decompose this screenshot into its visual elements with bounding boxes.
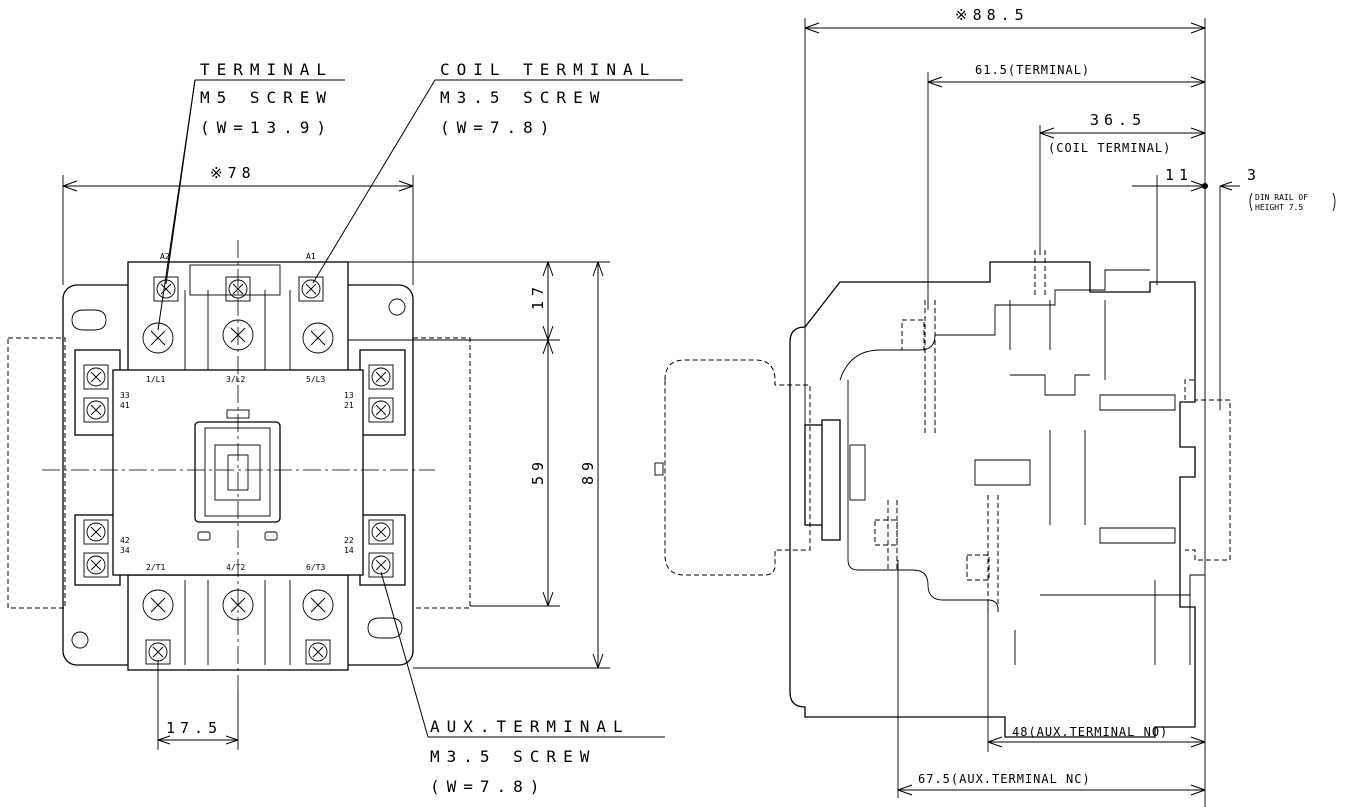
marking-t3: 6/T3 (306, 563, 325, 572)
coil-terminal-callout: COIL TERMINAL M3.5 SCREW (W=7.8) (312, 60, 683, 284)
dim-aux-nc-text: 67.5(AUX.TERMINAL NC) (918, 772, 1091, 786)
dim-din-offset: 11 (1132, 166, 1208, 285)
marking-aux-41: 41 (120, 401, 130, 410)
terminal-callout: TERMINAL M5 SCREW (W=13.9) (157, 60, 345, 331)
front-view: A2 A1 1/L1 3/L2 5/L3 2/T1 4/T2 6/T3 33 4… (7, 60, 683, 796)
din-note-line2: HEIGHT 7.5 (1255, 203, 1303, 212)
marking-a1: A1 (306, 252, 316, 261)
aux-terminal-width-label: (W=7.8) (430, 777, 546, 796)
aux-block-bottom-right (359, 514, 406, 586)
dim-aux-nc: 67.5(AUX.TERMINAL NC) (897, 560, 1206, 798)
dim-din-offset-text: 11 (1165, 166, 1193, 184)
marking-aux-22: 22 (344, 536, 354, 545)
aux-unit-outline-left (7, 337, 66, 609)
accessory-outline-left (664, 359, 811, 576)
marking-aux-13: 13 (344, 391, 354, 400)
terminal-screw-label: M5 SCREW (200, 88, 333, 107)
marking-a2: A2 (160, 252, 170, 261)
aux-terminal-screw-label: M3.5 SCREW (430, 747, 596, 766)
marking-l2: 3/L2 (226, 375, 245, 384)
dim-aux-no-text: 48(AUX.TERMINAL NO) (1012, 725, 1168, 739)
marking-l3: 5/L3 (306, 375, 325, 384)
dim-terminal: 61.5(TERMINAL) (927, 63, 1206, 310)
coil-terminal-width-label: (W=7.8) (440, 118, 556, 137)
accessory-outline-right (1184, 379, 1231, 561)
armature-window (194, 421, 281, 523)
dim-pitch: 17.5 (157, 660, 239, 750)
dim-coil-text: 36.5 (1090, 111, 1146, 129)
aux-terminal-callout: AUX.TERMINAL M3.5 SCREW (W=7.8) (380, 571, 665, 796)
coil-terminal-screw-label: M3.5 SCREW (440, 88, 606, 107)
marking-aux-21: 21 (344, 401, 354, 410)
dim-overall: ※88.5 (804, 6, 1206, 807)
marking-l1: 1/L1 (146, 375, 165, 384)
dim-coil-label: (COIL TERMINAL) (1048, 141, 1171, 155)
dim-top-height: 17 (529, 282, 547, 310)
dim-mid-height: 59 (529, 457, 547, 485)
dim-coil: 36.5 (COIL TERMINAL) (1039, 111, 1206, 255)
mounting-slot-top-left (71, 309, 107, 331)
terminal-width-label: (W=13.9) (200, 118, 333, 137)
terminal-label: TERMINAL (200, 60, 333, 79)
dim-width-text: ※78 (210, 164, 256, 182)
mounting-slot-bottom-right (367, 617, 403, 639)
dim-total-height: 89 (579, 457, 597, 485)
marking-aux-33: 33 (120, 391, 130, 400)
aux-unit-outline-right (412, 337, 471, 609)
dim-heights: 17 59 89 (348, 261, 610, 669)
aux-terminal-label: AUX.TERMINAL (430, 717, 630, 736)
aux-block-top-right (359, 349, 406, 436)
dim-overall-text: ※88.5 (955, 6, 1029, 24)
coil-terminal-label: COIL TERMINAL (440, 60, 656, 79)
dim-terminal-text: 61.5(TERMINAL) (975, 63, 1090, 77)
din-note-line1: DIN RAIL OF (1255, 193, 1308, 202)
marking-aux-34: 34 (120, 546, 130, 555)
marking-t1: 2/T1 (146, 563, 165, 572)
dim-din-gap-text: 3 (1247, 166, 1261, 184)
dim-din-rail: 3 DIN RAIL OF HEIGHT 7.5 (1219, 166, 1336, 410)
side-view: ※88.5 61.5(TERMINAL) 36.5 (COIL TERMINAL… (654, 6, 1336, 807)
dim-width: ※78 (62, 164, 414, 285)
marking-aux-42: 42 (120, 536, 130, 545)
dim-aux-no: 48(AUX.TERMINAL NO) (987, 600, 1206, 752)
mounting-hole-top-right (388, 298, 406, 316)
mounting-hole-bottom-left (71, 631, 89, 649)
side-body-outline (789, 261, 1196, 738)
marking-t2: 4/T2 (226, 563, 245, 572)
marking-aux-14: 14 (344, 546, 354, 555)
dim-pitch-text: 17.5 (166, 719, 222, 737)
